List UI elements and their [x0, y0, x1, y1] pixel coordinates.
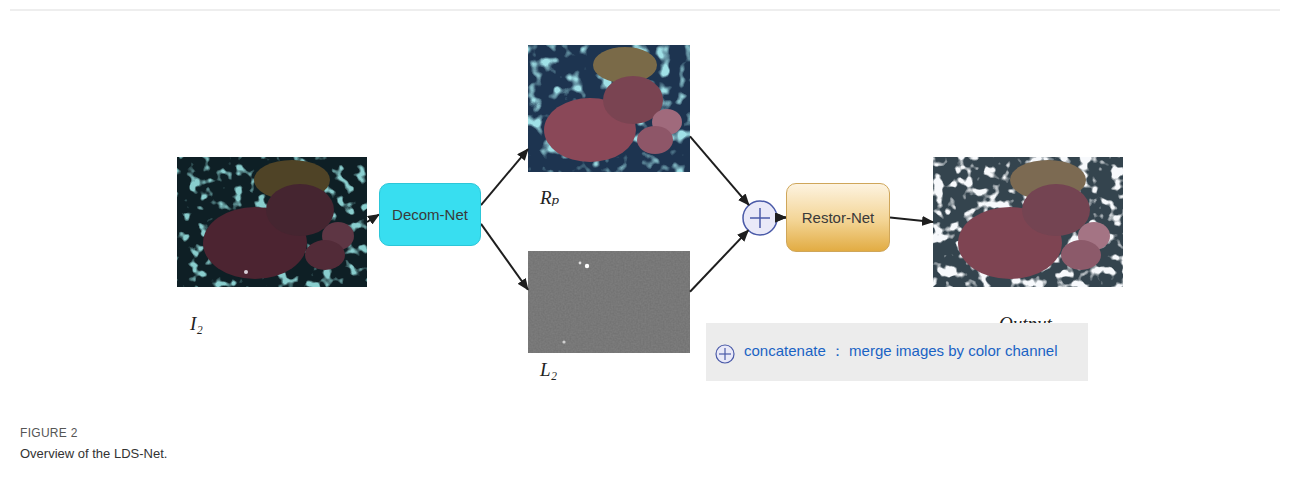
box-label: Restor-Net [802, 209, 875, 226]
legend-text: concatenate ： merge images by color chan… [744, 342, 1058, 361]
concat-symbol [743, 201, 777, 235]
image-label: Rₚ [540, 186, 559, 209]
arrow-line [777, 217, 786, 219]
caption: Overview of the LDS-Net. [20, 446, 167, 461]
box-label: Decom-Net [392, 206, 468, 223]
frame-line [10, 10, 1280, 11]
arrow-line [481, 224, 528, 290]
arrow-line [777, 217, 786, 219]
arrow-line [690, 136, 749, 205]
legend-box: concatenate ： merge images by color chan… [706, 323, 1088, 381]
arrow-line [481, 149, 528, 205]
underwater-photo [177, 157, 367, 287]
connector [481, 224, 528, 290]
connector [890, 218, 933, 223]
input-image: I₂ [177, 157, 367, 287]
enhanced-photo [933, 157, 1123, 287]
figure-number: FIGURE 2 [20, 426, 78, 440]
connector [367, 215, 379, 223]
process-box: Decom-Net [379, 183, 481, 246]
connector [690, 136, 786, 217]
process-box: Restor-Net [786, 183, 890, 252]
illumination-image: L₂ [528, 251, 690, 353]
arrow-line [690, 230, 748, 291]
output-image: Output [933, 157, 1123, 287]
concat-symbol [714, 343, 736, 365]
reflectance-image: Rₚ [528, 45, 690, 172]
image-label: I₂ [190, 313, 203, 335]
image-label: L₂ [540, 359, 557, 381]
arrow-line [890, 218, 933, 223]
illumination-map [528, 251, 690, 353]
arrow-line [367, 215, 379, 223]
reflectance-photo [528, 45, 690, 172]
connector [690, 218, 786, 292]
concat-plus [759, 208, 761, 228]
connector [481, 149, 528, 205]
